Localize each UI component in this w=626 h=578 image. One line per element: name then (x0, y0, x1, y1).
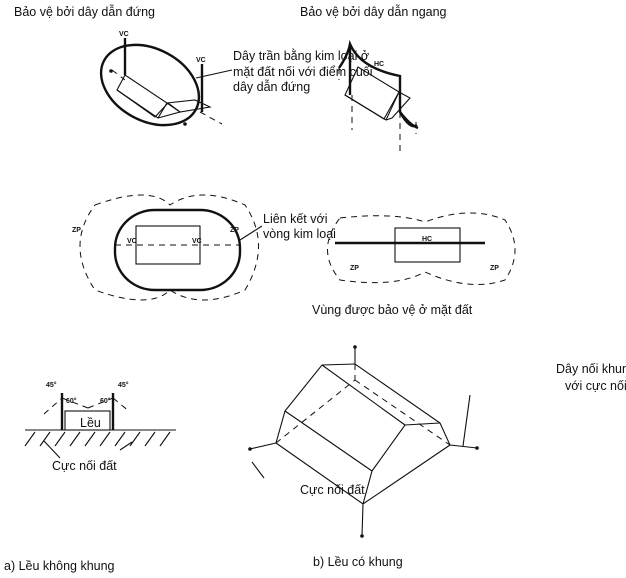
steel-frame-note-1: Dây nối khung thép (556, 362, 626, 376)
vc-label: VC (127, 238, 137, 245)
bare-wire-note-2: mặt đất nối với điểm cuối (233, 65, 373, 79)
zp-label: ZP (350, 265, 359, 272)
frame-outline (275, 363, 451, 505)
earth-wire-right (449, 444, 478, 449)
frame-post-bottom (361, 503, 364, 537)
zp-label: ZP (230, 227, 239, 234)
tent-body (64, 410, 111, 431)
framed-tent-figure (248, 345, 479, 538)
leader-arrow (462, 394, 471, 447)
horizontal-plan-figure: HC ZP ZP (327, 212, 516, 285)
hc-label: HC (422, 236, 432, 243)
earth-wire-left (249, 442, 277, 450)
bare-wire-note-3: dây dẫn đứng (233, 79, 310, 94)
leader-arrow (43, 440, 61, 459)
frameless-tent-figure: Lều 45° 60° 60° 45° (24, 381, 176, 459)
vc-label: VC (196, 57, 206, 64)
leader-line (239, 225, 263, 241)
title-vertical-conductor: Bảo vệ bởi dây dẫn đứng (14, 4, 155, 19)
vertical-plan-figure: VC VC ZP ZP (72, 194, 263, 301)
protected-zone-boundary (327, 212, 516, 285)
link-note-2: vòng kim loại (263, 227, 336, 241)
steel-frame-note-2: với cực nối đất (565, 379, 626, 393)
link-note-1: Liên kết với (263, 212, 327, 226)
vertical-conductor-figure: VC VC (99, 31, 233, 127)
title-horizontal-conductor: Bảo vệ bởi dây dẫn ngang (300, 4, 447, 19)
vc-label: VC (192, 238, 202, 245)
hc-label: HC (374, 61, 384, 68)
caption-a: a) Lều không khung (4, 559, 115, 573)
tent-plan (394, 227, 461, 263)
bare-wire-note-1: Dây trần bằng kim loại ở (233, 48, 369, 63)
leader-arrow (251, 461, 265, 479)
leader-line (195, 69, 233, 79)
zp-label: ZP (72, 227, 81, 234)
angle-60-label: 60° (66, 397, 77, 405)
earth-ring-plan (113, 208, 242, 292)
caption-b: b) Lều có khung (313, 555, 403, 569)
tent-label: Lều (80, 416, 101, 430)
angle-60-label: 60° (100, 397, 111, 405)
horizontal-conductor-figure: HC (338, 39, 419, 152)
ground-hatching (24, 431, 171, 447)
angle-45-label: 45° (46, 381, 57, 389)
tent-plan (135, 225, 201, 265)
protected-zone-caption: Vùng được bảo vệ ở mặt đất (312, 303, 473, 317)
vc-label: VC (119, 31, 129, 38)
zp-label: ZP (490, 265, 499, 272)
leader-arrow (119, 441, 133, 451)
earth-electrode-label-b: Cực nối đất (300, 483, 365, 497)
protected-zone-boundary (79, 194, 259, 301)
angle-45-label: 45° (118, 381, 129, 389)
horizontal-conductor (338, 39, 418, 128)
earth-electrode-label-a: Cực nối đất (52, 459, 117, 473)
earth-ring (99, 43, 201, 127)
